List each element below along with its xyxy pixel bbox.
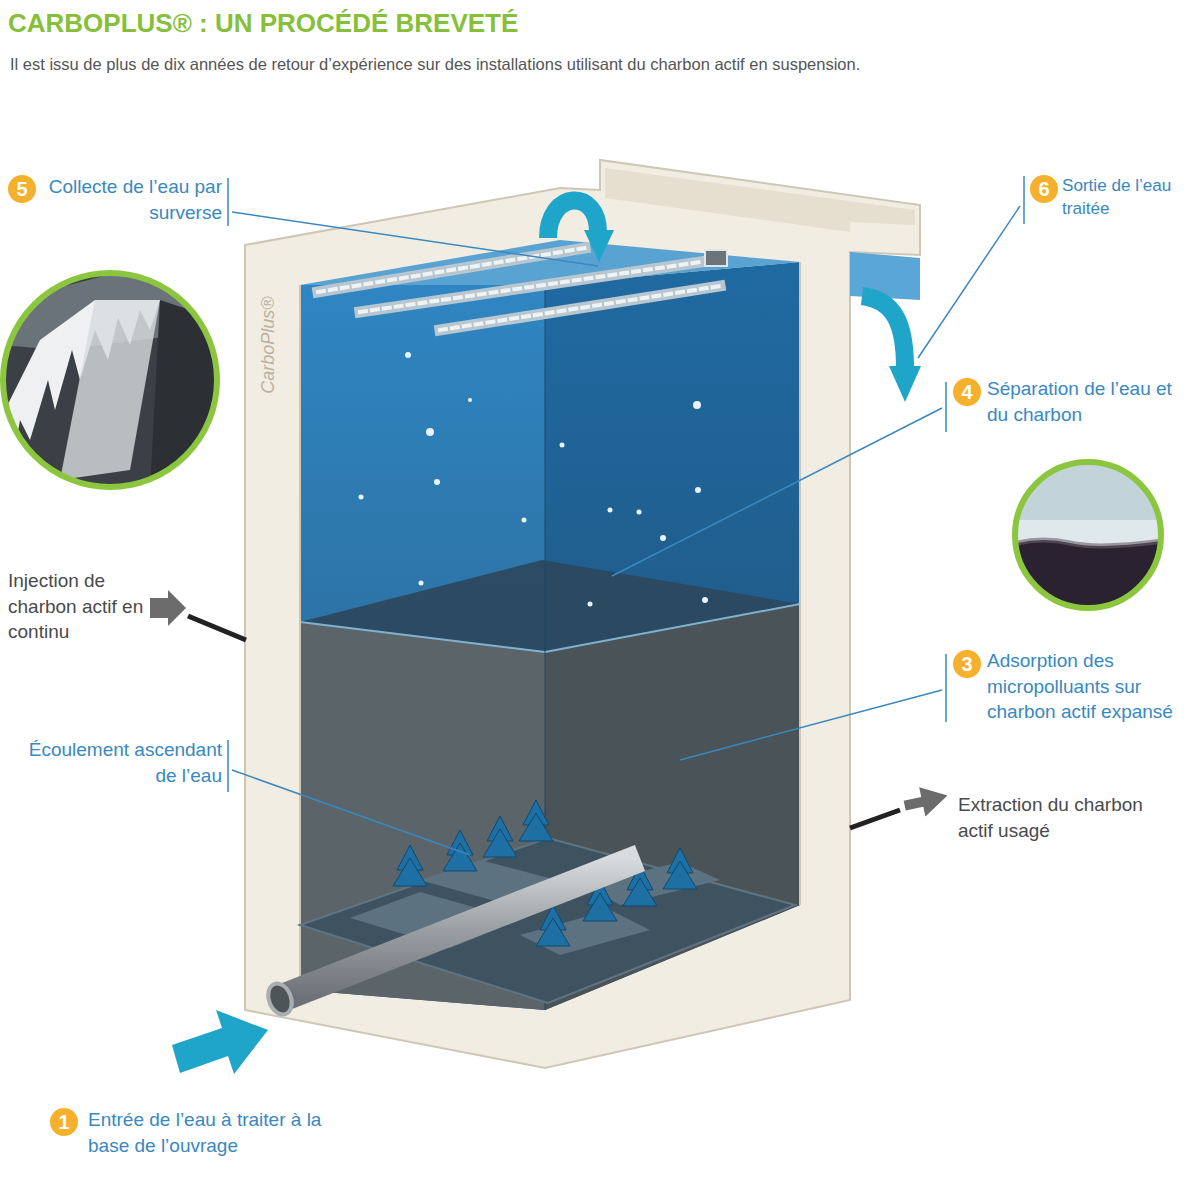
callout-number: 4 — [953, 378, 981, 406]
callout-number: 5 — [8, 175, 36, 203]
output-label: Extraction du charbon actif usagé — [958, 792, 1148, 843]
callout-label: Sortie de l’eau traitée — [1062, 174, 1196, 220]
diagram-caption: Il est issu de plus de dix années de ret… — [10, 54, 1190, 75]
diagram-title: CARBOPLUS® : UN PROCÉDÉ BREVETÉ — [8, 8, 1188, 39]
callout-label: Séparation de l’eau et du charbon — [987, 376, 1195, 427]
callout-label: Adsorption des micropolluants sur charbo… — [987, 648, 1195, 725]
callout-number: 3 — [953, 650, 981, 678]
callout-number: 6 — [1030, 175, 1058, 203]
input-label: Injection de charbon actif en continu — [8, 568, 146, 645]
callout-label: Entrée de l’eau à traiter à la base de l… — [88, 1107, 350, 1158]
callout-label: Écoulement ascendant de l’eau — [8, 737, 222, 788]
callout-number: 1 — [50, 1108, 78, 1136]
callout-label: Collecte de l’eau par surverse — [40, 174, 222, 225]
brand-mark: CarboPlus® — [256, 296, 280, 393]
